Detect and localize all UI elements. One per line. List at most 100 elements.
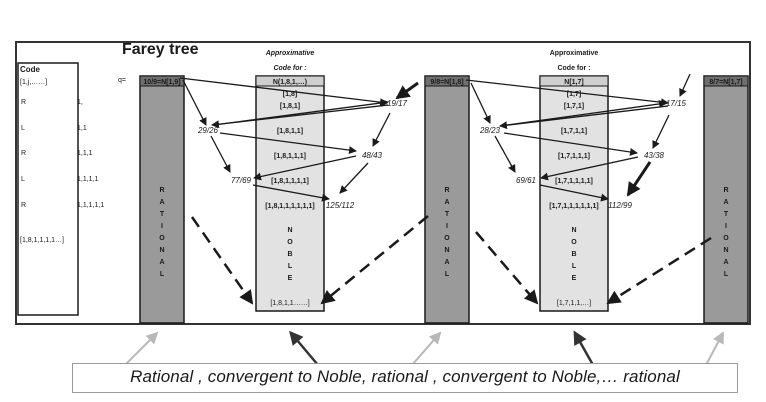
noble-letter: O [287,239,293,246]
code-row-letter: R [21,150,26,157]
code-row-letter: L [21,176,25,183]
farey-fraction: 19/17 [387,99,408,108]
code-row-letter: R [21,202,26,209]
noble-letter: B [287,251,292,258]
rational-column-header-bar [424,75,470,87]
arrow [465,79,669,107]
caption-text: Rational , convergent to Noble, rational… [130,367,680,386]
diagram-title: Farey tree [122,41,199,58]
rational-letter: R [159,187,164,194]
arrow [339,162,369,194]
noble-letter: E [288,275,293,282]
arrow [289,330,319,366]
rational-column-header-bar [703,75,749,87]
rational-letter: A [723,199,728,206]
arrow [395,81,419,100]
noble-column-bottom: [1,7,1,1,…] [557,300,591,307]
rational-letter: T [160,211,165,218]
rational-letter: R [723,187,728,194]
arrow [124,331,159,366]
code-row-value: 1,1,1,1 [77,176,99,183]
noble-code: [1,7,1] [564,103,584,110]
farey-fraction: 77/69 [231,176,252,185]
arrow [320,215,429,305]
rational-letter: I [161,223,163,230]
q-label: q= [118,77,126,84]
arrow [679,73,691,97]
rational-letter: A [159,259,164,266]
code-for-label: Code for : [557,65,590,72]
arrow [573,330,595,366]
arrow [652,114,670,149]
rational-column-body [139,75,185,324]
farey-fraction: 48/43 [362,151,383,160]
rational-letter: O [444,235,450,242]
rational-letter: R [444,187,449,194]
farey-fraction: 17/15 [666,99,687,108]
rational-letter: A [159,199,164,206]
rational-letter: N [159,247,164,254]
arrow [494,135,516,173]
rational-column-header: 8/7=N[1,7] [709,79,742,86]
code-row-value: 1,1,1 [77,150,93,157]
code-row-value: 1, [77,99,83,106]
code-row-letter: L [21,125,25,132]
noble-letter: N [287,227,292,234]
rational-letter: I [446,223,448,230]
arrow [475,231,539,305]
rational-letter: L [160,271,165,278]
code-row-value: 1,1 [77,125,87,132]
rational-letter: N [723,247,728,254]
noble-code: [1,7,1,1,1,1] [555,178,593,185]
code-panel-subheader: [1,j,……] [20,79,47,86]
arrow [606,236,712,305]
rational-letter: L [724,271,729,278]
arrow [219,132,357,155]
noble-code: [1,8,1,1,1,1,1,1] [265,203,314,210]
farey-fraction: 29/26 [197,126,219,135]
noble-letter: L [572,263,577,270]
rational-letter: A [444,199,449,206]
farey-arrows-right [465,73,691,202]
rational-letter: A [723,259,728,266]
arrow [253,155,357,181]
noble-column-header: N[1,7] [564,79,583,86]
rational-letter: I [725,223,727,230]
arrow [503,132,638,156]
rational-letter: T [445,211,450,218]
noble-letter: O [571,239,577,246]
code-for-label: Code for : [273,65,306,72]
farey-arrows-left [179,77,391,202]
caption-box: Rational , convergent to Noble, rational… [72,363,738,393]
noble-code: [1,7] [567,91,581,98]
approximative-label: Approximative [550,50,599,57]
rational-letter: O [159,235,165,242]
noble-code: [1,8,1,1,1] [274,153,306,160]
noble-letter: N [571,227,576,234]
noble-code: [1,8,1] [280,103,300,110]
rational-column-header: 9/8=N[1,8] [430,79,463,86]
dashed-convergence-arrows [190,215,712,305]
farey-fraction: 43/38 [644,151,665,160]
noble-column-header-bar [255,75,325,87]
arrow [539,184,609,202]
arrow [411,331,442,366]
noble-code: [1,7,1,1,1,1,1,1] [549,203,598,210]
noble-code: [1,8,1,1,1,1] [271,178,309,185]
approximative-label: Approximative [265,50,315,57]
arrow [210,135,231,173]
arrow [626,161,652,197]
rational-letter: O [723,235,729,242]
arrow [499,105,669,130]
code-row-letter: R [21,99,26,106]
arrow [705,331,724,366]
rational-letter: A [444,259,449,266]
noble-letter: E [572,275,577,282]
rational-column-header: 10/9=N[1,9] [143,79,180,86]
noble-code: [1,7,1,1] [561,128,587,135]
rational-letter: L [445,271,450,278]
